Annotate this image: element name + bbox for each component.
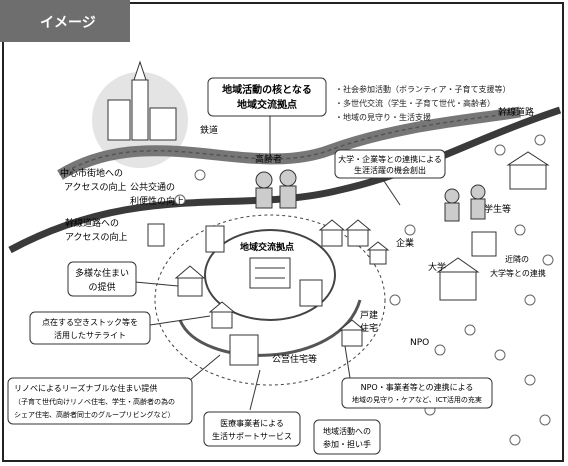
hub-top-line1: 地域活動の核となる <box>222 83 312 96</box>
house-icon <box>174 219 390 347</box>
connector-lines <box>134 116 401 411</box>
city-buildings-icon <box>107 60 177 141</box>
hub-center-label: 地域交流拠点 <box>240 241 294 253</box>
bus-access-line1: 公共交通の <box>130 181 175 193</box>
npo-label: NPO <box>410 338 429 348</box>
elderly-people-icon <box>255 169 297 209</box>
npo-collab-box: NPO・事業者等との連携による 地域の見守り・ケアなど、ICT活用の充実 <box>341 377 493 409</box>
bullet-2: ・多世代交流（学生・子育て世代・高齢者） <box>335 98 495 108</box>
renovation-line3: シェア住宅、高齢者同士のグループリビングなど） <box>14 410 175 419</box>
railway-track <box>59 111 521 176</box>
detached-line1: 戸建 <box>360 309 378 321</box>
highway-line <box>8 106 562 254</box>
near-univ-line2: 大学等との連携 <box>490 268 546 278</box>
university-building-icon <box>436 151 550 301</box>
diverse-housing-line2: の提供 <box>88 281 115 293</box>
participation-line1: 地域活動への <box>323 426 371 436</box>
detached-line2: 住宅 <box>360 322 378 334</box>
npo-collab-line2: 地域の見守り・ケアなど、ICT活用の充実 <box>352 395 482 404</box>
student-icon <box>444 184 486 222</box>
company-label: 企業 <box>396 237 414 249</box>
life-support-box: 医療事業者による 生活サポートサービス <box>203 411 301 447</box>
life-support-line1: 医療事業者による <box>220 418 284 428</box>
vacant-house-line1: 点在する空きストック等を <box>42 317 138 327</box>
highway-label: 幹線道路 <box>498 106 534 118</box>
university-collab-box: 大学・企業等との連携による 生涯活躍の機会創出 <box>334 149 446 179</box>
hub-ellipse <box>204 229 336 321</box>
renovation-line2: （子育て世代向けリノベ住宅、学生・高齢者の為の <box>14 397 175 406</box>
university-collab-line1: 大学・企業等との連携による <box>338 154 442 164</box>
bullet-3: ・地域の見守り・生活支援 <box>335 112 431 122</box>
diverse-housing-line1: 多様な住まい <box>75 267 129 279</box>
hub-top-box: 地域活動の核となる 地域交流拠点 <box>207 77 327 117</box>
university-label: 大学 <box>428 261 446 273</box>
trunk-access-line2: アクセスの向上 <box>65 231 128 243</box>
railway-label: 鉄道 <box>200 124 218 136</box>
npo-collab-line1: NPO・事業者等との連携による <box>361 382 474 392</box>
header-tab <box>0 0 130 42</box>
trunk-access-line1: 幹線道路への <box>65 217 119 229</box>
renovation-line1: リノベによるリーズナブルな住まい提供 <box>14 383 157 393</box>
center-access-line1: 中心市街地への <box>60 167 123 179</box>
student-label: 学生等 <box>484 203 511 215</box>
participation-line2: 参加・担い手 <box>323 439 371 449</box>
apartment-icon <box>147 223 323 366</box>
participation-box: 地域活動への 参加・担い手 <box>313 419 381 455</box>
hub-building-icon <box>249 257 291 289</box>
community-area <box>154 214 386 386</box>
bus-access-line2: 利便性の向上 <box>130 195 184 207</box>
bullet-list: ・社会参加活動（ボランティア・子育て支援等） ・多世代交流（学生・子育て世代・高… <box>335 84 511 122</box>
elderly-label: 高齢者 <box>255 153 282 165</box>
header-title: イメージ <box>40 15 96 31</box>
life-support-line2: 生活サポートサービス <box>212 431 292 441</box>
diverse-housing-box: 多様な住まい の提供 <box>67 261 137 297</box>
near-univ-line1: 近隣の <box>505 254 529 264</box>
vacant-house-line2: 活用したサテライト <box>54 330 126 340</box>
public-housing-label: 公営住宅等 <box>272 353 317 365</box>
university-collab-line2: 生涯活躍の機会創出 <box>354 165 426 175</box>
loop-arrow <box>178 299 362 357</box>
vacant-house-box: 点在する空きストック等を 活用したサテライト <box>29 311 151 345</box>
renovation-box: リノベによるリーズナブルな住まい提供 （子育て世代向けリノベ住宅、学生・高齢者の… <box>7 377 193 425</box>
center-access-line2: アクセスの向上 <box>64 181 127 193</box>
bullet-1: ・社会参加活動（ボランティア・子育て支援等） <box>335 84 511 94</box>
hub-top-line2: 地域交流拠点 <box>237 98 297 111</box>
